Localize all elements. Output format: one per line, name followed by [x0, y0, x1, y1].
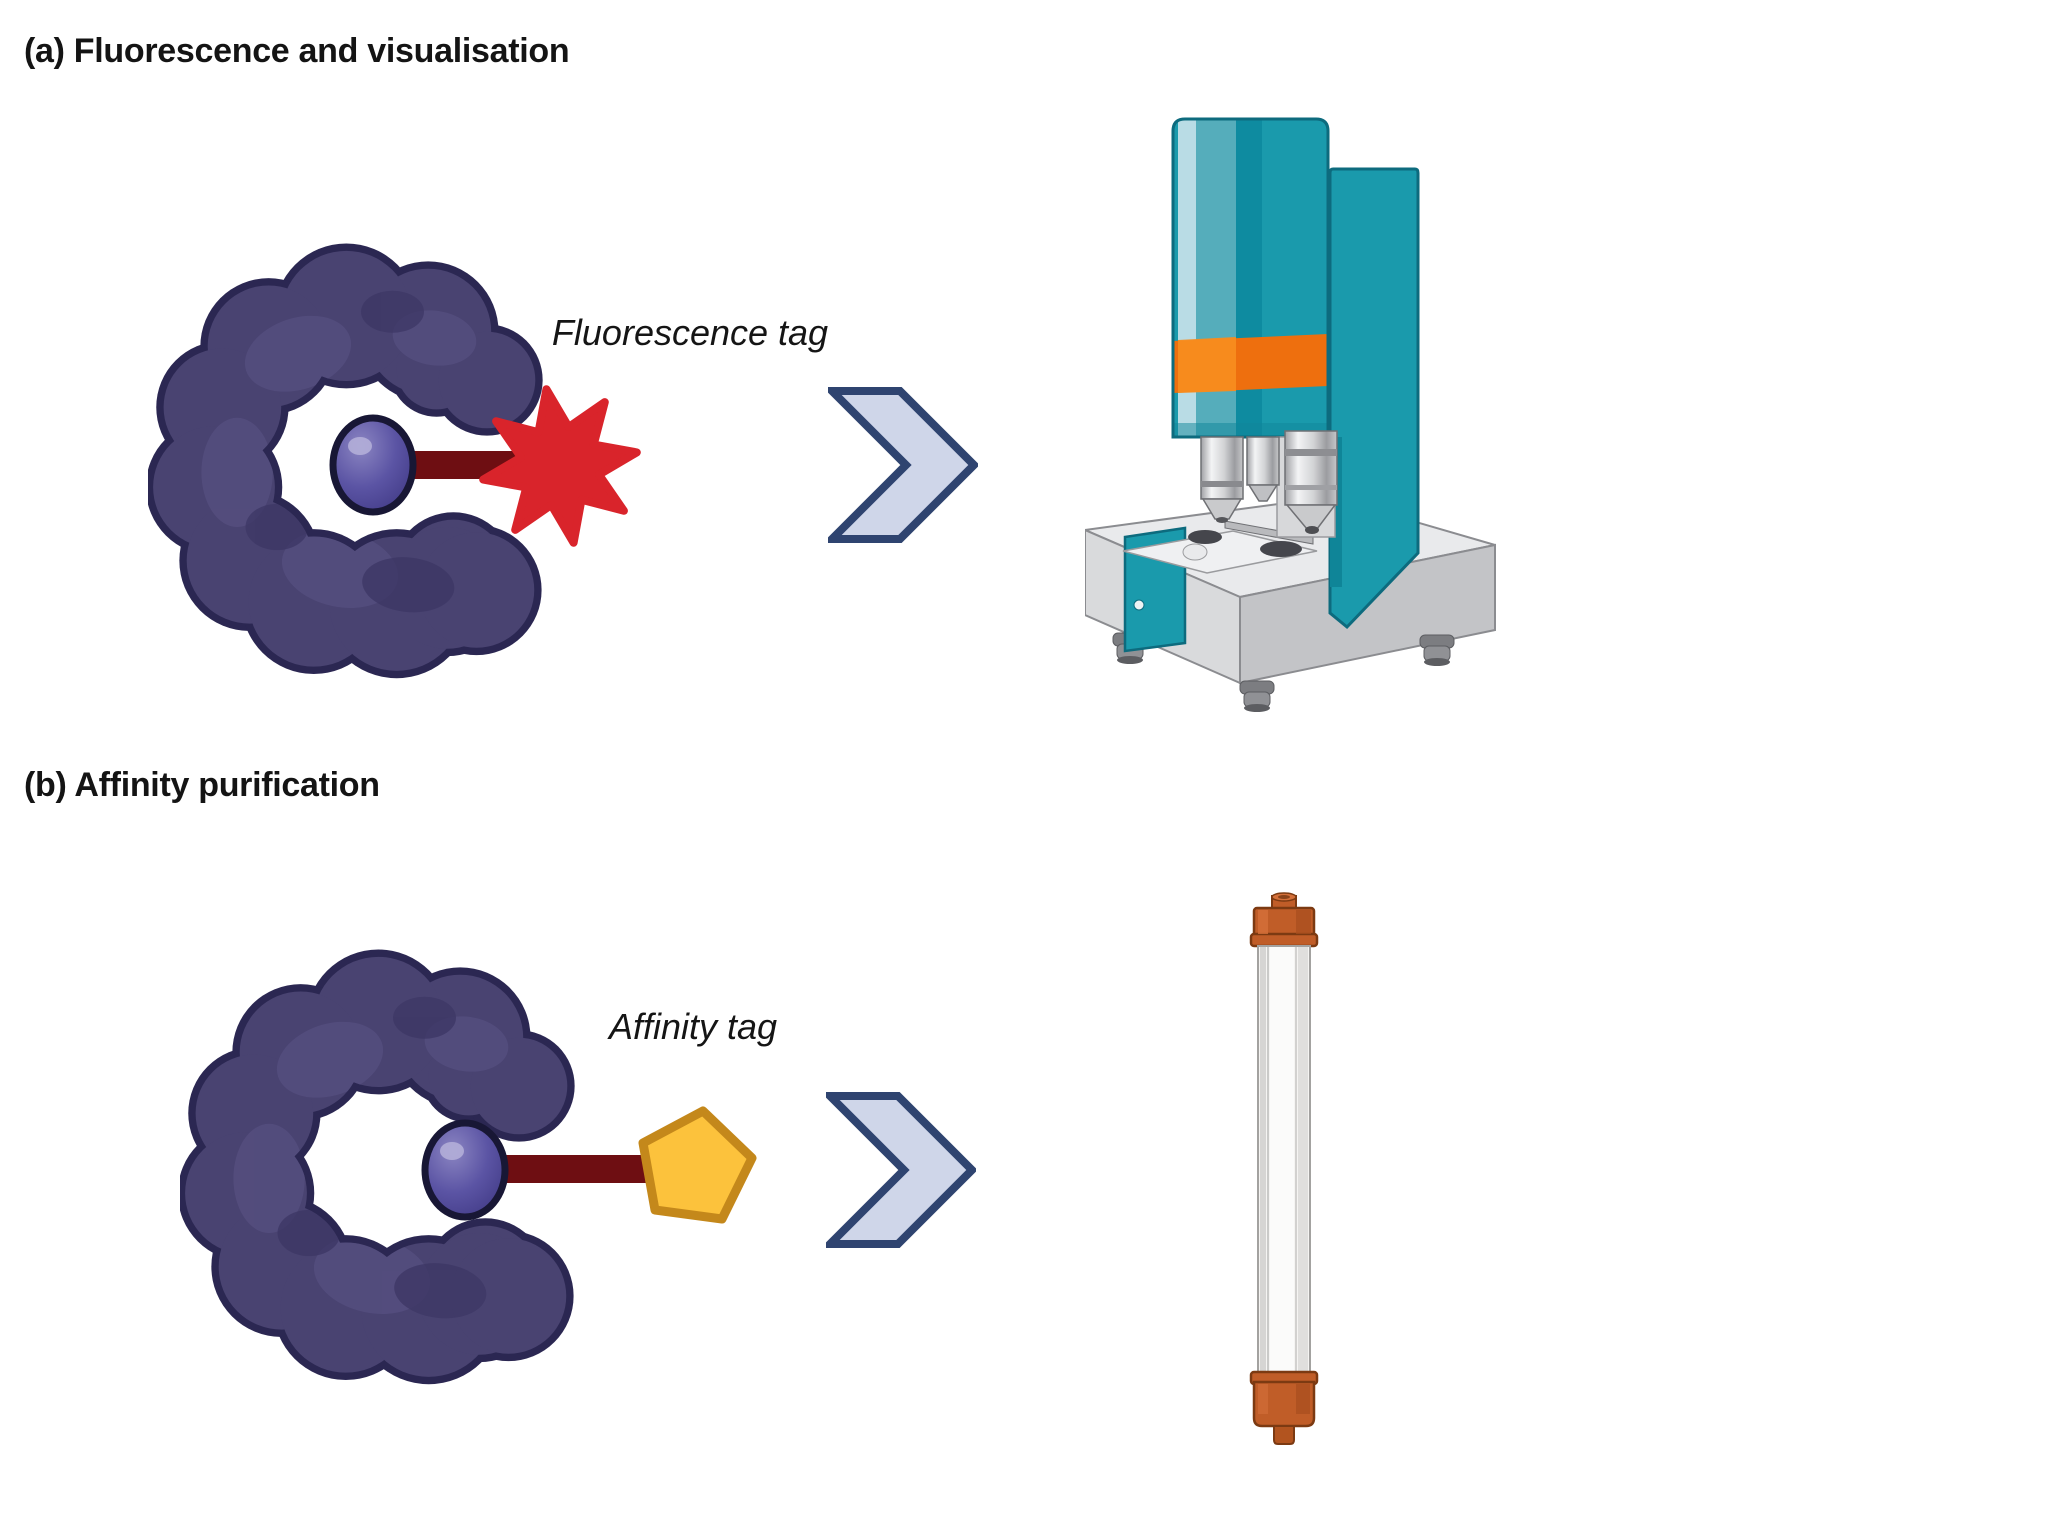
binder-sphere-icon	[425, 1123, 505, 1217]
panel-a-title: (a) Fluorescence and visualisation	[24, 32, 570, 70]
chevron-right-icon	[828, 387, 978, 543]
panel-b-title: (b) Affinity purification	[24, 766, 380, 804]
pentagon-tag-icon	[638, 1106, 757, 1224]
objective-lenses	[1200, 430, 1338, 534]
fluorescence-microscope-icon	[1085, 117, 1496, 712]
chevron-right-icon	[826, 1092, 976, 1248]
chromatography-column-icon	[1249, 892, 1319, 1445]
stage-hole	[1260, 541, 1302, 557]
column-bottom-fitting	[1273, 1425, 1295, 1445]
microscope-arm	[1328, 167, 1420, 630]
star-burst-tag-icon	[479, 385, 641, 547]
binder-sphere-icon	[333, 418, 413, 512]
tagged-protein-affinity-illustration	[180, 928, 757, 1408]
column-tube	[1257, 945, 1311, 1373]
objective-small-front	[1200, 436, 1244, 523]
microscope-stage	[1122, 520, 1318, 574]
objective-small-back	[1246, 436, 1280, 502]
affinity-tag-label: Affinity tag	[608, 1006, 778, 1047]
tagged-protein-fluorescence-illustration	[148, 222, 641, 702]
objective-large	[1284, 430, 1338, 534]
fluorescence-tag-label: Fluorescence tag	[551, 312, 829, 353]
power-dot-icon	[1133, 599, 1145, 611]
microscope-head	[1171, 117, 1330, 439]
column-bottom-cap	[1249, 1370, 1319, 1428]
stage-hole	[1188, 530, 1222, 544]
column-top-cap	[1249, 906, 1319, 948]
